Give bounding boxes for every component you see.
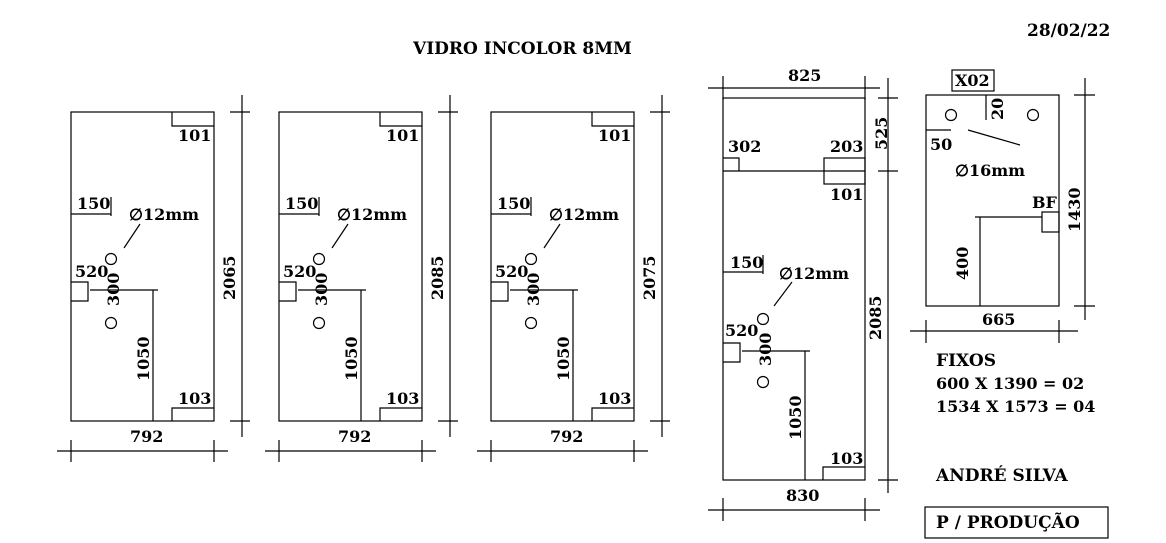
hole-offset-label: 150 bbox=[77, 194, 110, 213]
top-notch-label: 101 bbox=[598, 126, 631, 145]
bottom-notch-label: 103 bbox=[178, 389, 211, 408]
hole-leader-line bbox=[331, 223, 349, 249]
top-hinge-notch bbox=[171, 112, 214, 127]
hole-offset-label: 150 bbox=[285, 194, 318, 213]
door-panel-1: 101 103 150 ∅12mm 520 300 1050 2065 792 bbox=[57, 95, 250, 462]
handle-hole-bottom bbox=[312, 316, 326, 330]
top-offset-label: 20 bbox=[988, 98, 1007, 120]
hole-diameter-label: ∅16mm bbox=[955, 161, 1025, 180]
top-width-label: 825 bbox=[788, 66, 821, 85]
top-hinge-notch bbox=[379, 112, 422, 127]
bf-height-label: 400 bbox=[953, 247, 972, 280]
hole-leader-line bbox=[543, 223, 561, 249]
width-label: 665 bbox=[982, 310, 1015, 329]
hole-diameter-label: ∅12mm bbox=[337, 205, 407, 224]
hole-diameter-label: ∅12mm bbox=[549, 205, 619, 224]
tall-panel-outline bbox=[722, 97, 866, 481]
fixos-line-1: 600 X 1390 = 02 bbox=[936, 374, 1084, 393]
height-label: 2065 bbox=[220, 255, 239, 300]
hole-leader-line bbox=[967, 129, 1021, 146]
bf-label: BF bbox=[1032, 193, 1058, 212]
lock-notch bbox=[71, 281, 89, 302]
top-hinge-notch bbox=[591, 112, 634, 127]
bf-fitting bbox=[1041, 211, 1060, 233]
door-panel-3: 101 103 150 ∅12mm 520 300 1050 2075 792 bbox=[477, 95, 670, 462]
hole-leader-line bbox=[773, 281, 793, 307]
notch-height-label: 1050 bbox=[786, 395, 805, 440]
hole-spacing-label: 300 bbox=[104, 273, 123, 306]
panel-outline bbox=[490, 111, 635, 422]
bottom-notch-label: 103 bbox=[386, 389, 419, 408]
door-panel-2: 101 103 150 ∅12mm 520 300 1050 2085 792 bbox=[265, 95, 458, 462]
handle-hole-top bbox=[312, 252, 326, 266]
production-box bbox=[924, 506, 1109, 539]
notch-height-label: 1050 bbox=[342, 336, 361, 381]
top-section-label: 525 bbox=[872, 117, 891, 150]
notch-height-label: 1050 bbox=[554, 336, 573, 381]
bottom-hinge-notch bbox=[171, 407, 214, 421]
width-label: 792 bbox=[130, 427, 163, 446]
handle-hole-bottom bbox=[756, 375, 770, 389]
hole-spacing-label: 300 bbox=[756, 333, 775, 366]
notch-position-label: 520 bbox=[495, 262, 528, 281]
height-label: 2075 bbox=[640, 255, 659, 300]
fixos-heading: FIXOS bbox=[936, 351, 996, 371]
bottom-notch-label: 103 bbox=[830, 449, 863, 468]
small-panel: X02 20 50 ∅16mm BF 400 1430 665 bbox=[910, 69, 1095, 343]
fixing-hole-right bbox=[1026, 108, 1040, 122]
bottom-notch-label: 103 bbox=[598, 389, 631, 408]
handle-hole-bottom bbox=[524, 316, 538, 330]
hole-leader-line bbox=[123, 223, 141, 249]
drawing-title: VIDRO INCOLOR 8MM bbox=[412, 39, 632, 59]
hole-offset-label: 150 bbox=[730, 253, 763, 272]
height-label: 2085 bbox=[428, 255, 447, 300]
author-name: ANDRÉ SILVA bbox=[935, 465, 1069, 486]
fixos-line-2: 1534 X 1573 = 04 bbox=[936, 397, 1095, 416]
handle-hole-bottom bbox=[104, 316, 118, 330]
hole-spacing-label: 300 bbox=[524, 273, 543, 306]
left-notch-label: 302 bbox=[728, 137, 761, 156]
lock-notch bbox=[279, 281, 297, 302]
fixing-hole-left bbox=[944, 108, 958, 122]
handle-hole-top bbox=[524, 252, 538, 266]
bottom-hinge-notch bbox=[591, 407, 634, 421]
right-notch-bottom-label: 101 bbox=[830, 185, 863, 204]
panel-outline bbox=[70, 111, 215, 422]
tag-label: X02 bbox=[955, 71, 990, 90]
tall-height-label: 2085 bbox=[866, 295, 885, 340]
lock-notch bbox=[491, 281, 509, 302]
hole-spacing-label: 300 bbox=[312, 273, 331, 306]
notch-position-label: 520 bbox=[75, 262, 108, 281]
top-notch-label: 101 bbox=[178, 126, 211, 145]
panel-outline bbox=[278, 111, 423, 422]
width-label: 792 bbox=[550, 427, 583, 446]
bottom-hinge-notch bbox=[379, 407, 422, 421]
width-label: 792 bbox=[338, 427, 371, 446]
notch-position-label: 520 bbox=[725, 321, 758, 340]
top-notch-label: 101 bbox=[386, 126, 419, 145]
side-offset-label: 50 bbox=[930, 135, 952, 154]
bottom-hinge-notch bbox=[822, 466, 865, 480]
hole-offset-label: 150 bbox=[497, 194, 530, 213]
tall-door-panel: 825 302 203 101 525 2085 150 ∅12mm 520 3… bbox=[708, 66, 898, 521]
hole-diameter-label: ∅12mm bbox=[129, 205, 199, 224]
left-notch bbox=[723, 157, 740, 171]
bottom-width-label: 830 bbox=[786, 486, 819, 505]
handle-hole-top bbox=[104, 252, 118, 266]
notch-height-label: 1050 bbox=[134, 336, 153, 381]
date-label: 28/02/22 bbox=[1027, 21, 1110, 41]
right-notch-top-label: 203 bbox=[830, 137, 863, 156]
height-label: 1430 bbox=[1065, 187, 1084, 232]
lock-notch bbox=[723, 342, 741, 363]
hole-diameter-label: ∅12mm bbox=[779, 264, 849, 283]
notch-position-label: 520 bbox=[283, 262, 316, 281]
right-patch-fitting bbox=[823, 157, 866, 185]
handle-hole-top bbox=[756, 312, 770, 326]
production-label: P / PRODUÇÃO bbox=[936, 511, 1080, 533]
tag-box bbox=[951, 69, 995, 92]
